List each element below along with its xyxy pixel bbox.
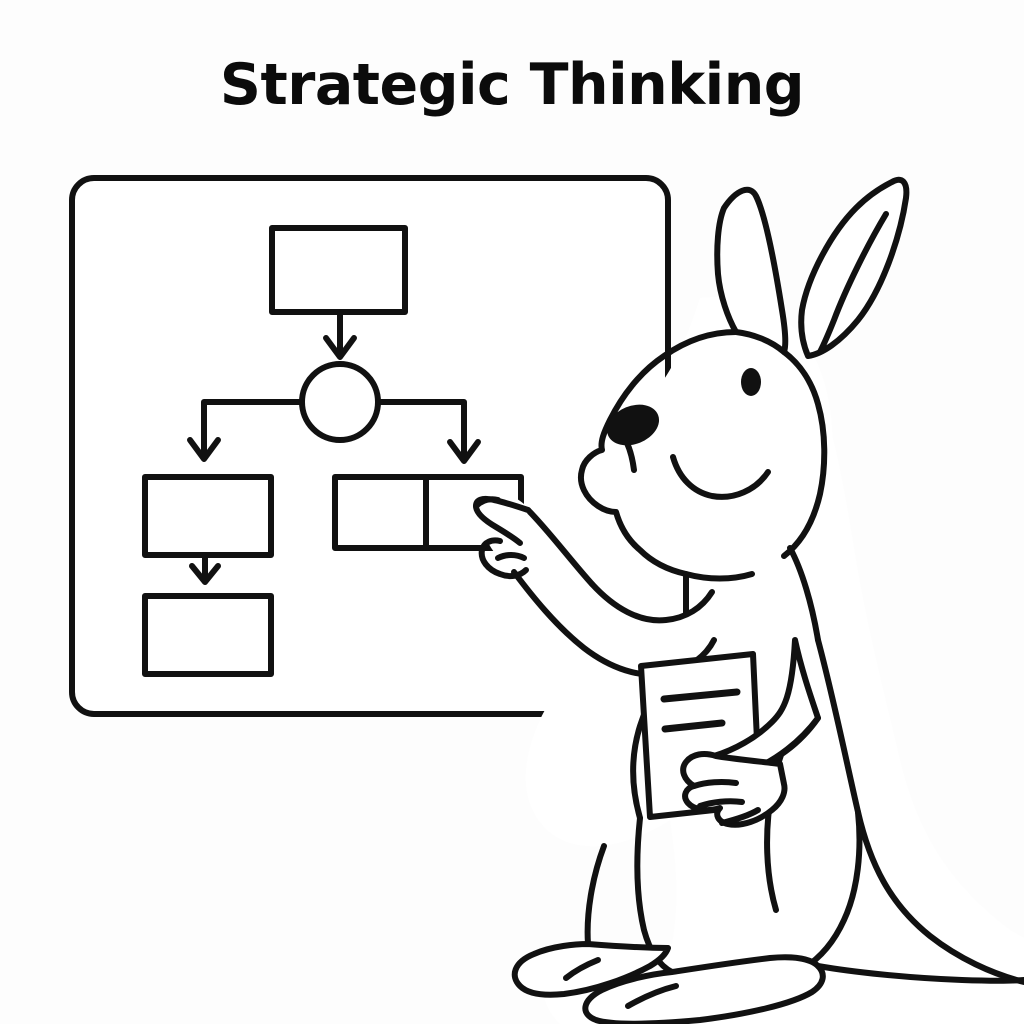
flow-node-left-box-2 (142, 593, 274, 677)
kangaroo-pointing-arm-fill (481, 493, 714, 672)
kangaroo-rump-line (801, 809, 863, 971)
kangaroo-head-fill (603, 296, 833, 579)
connector-top-to-decision (323, 309, 357, 360)
kangaroo-smile (670, 454, 771, 500)
kangaroo-holding-paw-finger-1 (691, 779, 739, 789)
paper-line-2 (661, 719, 726, 733)
kangaroo-right-ear-inner-line (817, 211, 889, 355)
kangaroo-head-outline (578, 329, 755, 582)
kangaroo-pointing-finger-tip (473, 496, 501, 509)
connector-left1-to-left2 (189, 552, 221, 585)
kangaroo-pointing-arm-upper (589, 581, 715, 624)
kangaroo (473, 176, 1024, 1024)
flow-node-top-box (269, 225, 408, 315)
connector-decision-to-left (187, 399, 305, 462)
kangaroo-back-foot (582, 954, 826, 1024)
kangaroo-tail (815, 963, 1024, 984)
kangaroo-back-foot-toe-line (625, 983, 679, 1009)
kangaroo-neck-back (787, 545, 821, 643)
kangaroo-nose (606, 404, 660, 446)
flowchart (142, 225, 524, 677)
flow-node-decision-circle (299, 361, 381, 443)
kangaroo-pointing-arm-lower (525, 507, 595, 587)
kangaroo-holding-paw-finger-2 (697, 798, 745, 809)
kangaroo-small-leg (584, 843, 607, 947)
flow-node-left-box-1 (142, 474, 274, 558)
page-title: Strategic Thinking (219, 52, 805, 118)
kangaroo-nose-flick (624, 440, 637, 473)
kangaroo-pointing-paw-knuckles (478, 537, 529, 580)
kangaroo-front-foot (511, 941, 671, 998)
kangaroo-eye (741, 368, 761, 396)
held-paper-text-lines (660, 688, 741, 733)
kangaroo-pointing-paw-finger-line (495, 552, 527, 561)
kangaroo-holding-paw (680, 751, 788, 828)
paper-line-1 (660, 688, 741, 703)
connector-decision-to-right (375, 399, 481, 464)
kangaroo-front-foot-toe-line (563, 957, 601, 981)
kangaroo-jaw-line (781, 349, 828, 559)
kangaroo-holding-paw-finger-3 (719, 807, 761, 826)
kangaroo-back-line (815, 637, 1024, 985)
